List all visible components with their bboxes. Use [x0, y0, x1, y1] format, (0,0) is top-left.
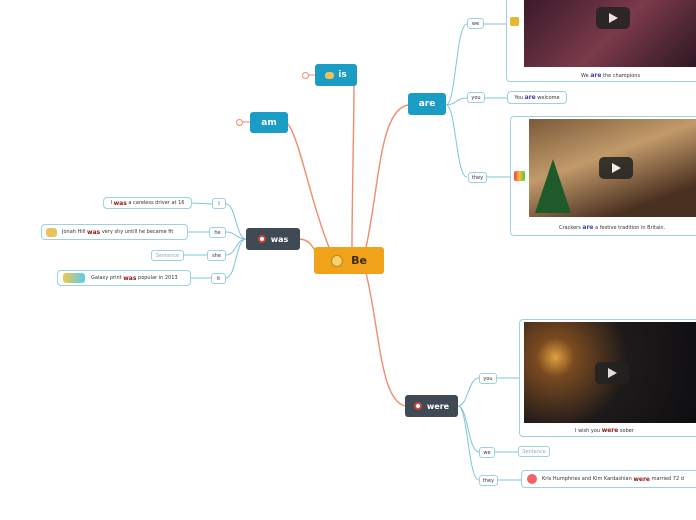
sentence-text: Sentence — [522, 448, 546, 455]
verb-highlight: are — [582, 224, 594, 231]
pronoun-label: you — [471, 94, 481, 101]
pronoun-we[interactable]: we — [479, 447, 495, 458]
branch-were[interactable]: were — [405, 395, 458, 417]
pronoun-she[interactable]: she — [207, 250, 226, 261]
verb-highlight: was — [113, 199, 127, 207]
ring-icon — [527, 474, 537, 484]
branch-am-label: am — [261, 117, 277, 128]
branch-is-label: is — [338, 70, 347, 80]
sentence-pre: Jonah Hill — [62, 229, 86, 235]
sentence-card[interactable]: You are welcome — [507, 91, 567, 104]
branch-are-label: are — [418, 99, 436, 109]
pronoun-label: they — [482, 477, 495, 484]
verb-highlight: are — [590, 72, 602, 79]
sentence-pre: I — [110, 200, 113, 206]
branch-was-label: was — [270, 234, 289, 244]
pronoun-you[interactable]: you — [479, 373, 497, 384]
face-icon — [331, 254, 344, 267]
sentence-post: the champions — [603, 73, 641, 79]
pronoun-label: you — [483, 375, 493, 382]
play-icon[interactable] — [595, 362, 629, 384]
collapse-toggle-am[interactable] — [236, 119, 243, 126]
sentence-card[interactable]: Kris Humphries and Kim Kardashian were m… — [521, 470, 696, 488]
branch-are[interactable]: are — [408, 93, 446, 115]
pronoun-i[interactable]: I — [212, 198, 226, 209]
sentence-card[interactable]: Galaxy print was popular in 2013 — [57, 270, 191, 286]
media-caption: We are the champions — [581, 72, 640, 79]
pronoun-label: I — [218, 200, 220, 207]
ghost-icon — [257, 235, 266, 243]
verb-highlight: were — [601, 427, 619, 434]
ghost-icon — [413, 402, 422, 410]
pronoun-label: he — [214, 229, 221, 236]
sentence-pre: We — [581, 73, 589, 79]
sentence-pre: You — [514, 94, 524, 101]
collapse-toggle-is[interactable] — [302, 72, 309, 79]
verb-highlight: are — [524, 94, 536, 101]
verb-highlight: were — [633, 475, 650, 483]
muscle-icon — [46, 227, 57, 237]
pronoun-label: we — [483, 449, 491, 456]
sentence-post: married 72 d — [651, 476, 684, 482]
sentence-placeholder[interactable]: Sentence — [518, 446, 550, 457]
branch-was[interactable]: was — [246, 228, 300, 250]
media-caption: I wish you were sober — [575, 427, 634, 434]
sentence-post: sober — [619, 428, 634, 434]
video-thumbnail[interactable] — [524, 0, 696, 67]
play-icon[interactable] — [596, 7, 630, 29]
sentence-card[interactable]: Jonah Hill was very shy untill he became… — [41, 224, 188, 240]
cracker-icon — [514, 171, 525, 181]
pronoun-label: it — [216, 275, 221, 282]
video-thumbnail[interactable] — [529, 119, 696, 217]
sentence-post: very shy untill he became fit — [101, 229, 174, 235]
tree-icon — [535, 159, 571, 213]
sentence-card[interactable]: I was a careless driver at 16 — [103, 197, 192, 209]
branch-is[interactable]: is — [315, 64, 357, 86]
media-caption: Crackers are a festive tradition in Brit… — [559, 224, 665, 231]
pronoun-label: they — [471, 174, 484, 181]
central-topic-label: Be — [351, 254, 367, 267]
sentence-pre: Kris Humphries and Kim Kardashian — [542, 476, 632, 482]
sentence-post: a careless driver at 16 — [128, 200, 185, 206]
trophy-icon — [510, 17, 519, 26]
muscle-icon — [325, 71, 335, 79]
verb-highlight: was — [87, 228, 101, 236]
play-icon[interactable] — [599, 157, 633, 179]
pronoun-you[interactable]: you — [467, 92, 485, 103]
sentence-pre: Crackers — [559, 225, 581, 231]
sentence-pre: I wish you — [575, 428, 601, 434]
sentence-pre: Galaxy print — [91, 275, 122, 281]
branch-am[interactable]: am — [250, 112, 288, 133]
branch-were-label: were — [426, 401, 450, 411]
pronoun-label: we — [471, 20, 480, 27]
sentence-text: Sentence — [155, 252, 180, 259]
video-thumbnail[interactable] — [524, 322, 696, 423]
central-topic-be[interactable]: Be — [314, 247, 384, 274]
pronoun-it[interactable]: it — [211, 273, 226, 284]
pronoun-he[interactable]: he — [209, 227, 226, 238]
pronoun-they[interactable]: they — [468, 172, 487, 183]
galaxy-icon — [63, 273, 85, 283]
sentence-post: a festive tradition in Britain. — [595, 225, 666, 231]
sentence-post: welcome — [537, 94, 560, 101]
verb-highlight: was — [123, 274, 137, 282]
pronoun-label: she — [212, 252, 221, 259]
pronoun-they[interactable]: they — [479, 475, 498, 486]
sentence-placeholder[interactable]: Sentence — [151, 250, 184, 261]
sentence-post: popular in 2013 — [138, 275, 178, 281]
pronoun-we[interactable]: we — [467, 18, 484, 29]
